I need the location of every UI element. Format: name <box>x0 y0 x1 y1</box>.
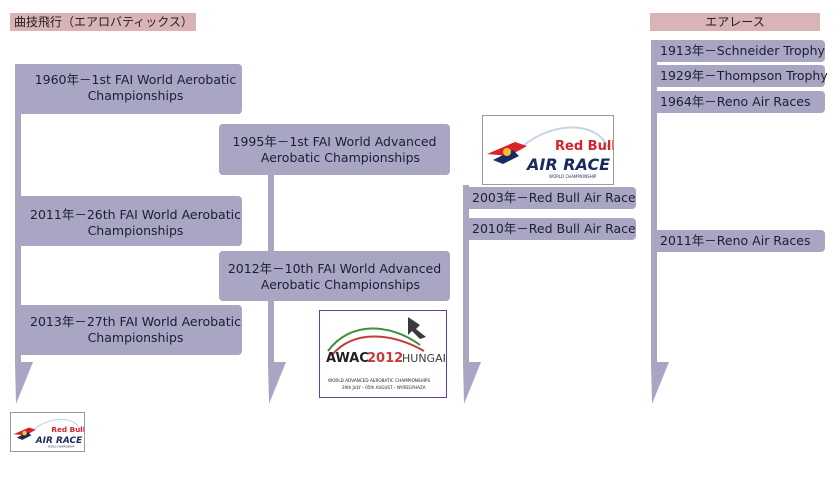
event-2011-reno: 2011年－Reno Air Races <box>651 230 825 252</box>
event-line-2: Championships <box>87 330 184 345</box>
event-line-2: Aerobatic Championships <box>260 277 421 292</box>
svg-text:Red Bull: Red Bull <box>51 425 84 434</box>
svg-text:2012: 2012 <box>367 351 403 366</box>
event-line-1: 2013年－27th FAI World Aerobatic <box>30 314 241 329</box>
event-line-1: 1995年－1st FAI World Advanced <box>232 134 437 149</box>
event-line-2: Championships <box>87 88 184 103</box>
awac-emblem: AWAC 2012 HUNGARY WORLD ADVANCED AEROBAT… <box>326 317 445 390</box>
red-bull-air-race-emblem: Red Bull AIR RACE WORLD CHAMPIONSHIP <box>487 126 613 179</box>
event-line-1: 2011年－26th FAI World Aerobatic <box>30 207 241 222</box>
red-bull-air-race-logo-small: Red Bull AIR RACE WORLD CHAMPIONSHIP <box>10 412 85 452</box>
red-bull-air-race-emblem: Red Bull AIR RACE WORLD CHAMPIONSHIP <box>13 418 84 449</box>
event-2013-aerobatic: 2013年－27th FAI World Aerobatic Champions… <box>15 305 242 355</box>
timeline-arrowhead <box>463 362 481 404</box>
event-1964-reno: 1964年－Reno Air Races <box>651 91 825 113</box>
svg-text:AIR RACE: AIR RACE <box>35 436 82 446</box>
timeline-arrowhead <box>651 362 669 404</box>
event-2003-red-bull: 2003年－Red Bull Air Race <box>463 187 636 209</box>
timeline-stem <box>463 185 469 365</box>
svg-text:WORLD CHAMPIONSHIP: WORLD CHAMPIONSHIP <box>48 446 75 449</box>
air-race-header: エアレース <box>650 13 820 31</box>
event-1995-advanced: 1995年－1st FAI World Advanced Aerobatic C… <box>219 124 450 175</box>
svg-text:Red Bull: Red Bull <box>555 139 613 154</box>
svg-text:AIR RACE: AIR RACE <box>525 155 610 174</box>
event-line-2: Aerobatic Championships <box>260 150 421 165</box>
event-1960-aerobatic: 1960年－1st FAI World Aerobatic Championsh… <box>15 64 242 114</box>
timeline-arrowhead <box>268 362 286 404</box>
timeline-arrowhead <box>15 362 33 404</box>
svg-text:WORLD CHAMPIONSHIP: WORLD CHAMPIONSHIP <box>549 174 597 179</box>
event-1929-thompson: 1929年－Thompson Trophy <box>651 65 828 87</box>
svg-text:AWAC: AWAC <box>326 351 369 366</box>
timeline-stem <box>651 40 657 365</box>
event-2011-aerobatic: 2011年－26th FAI World Aerobatic Champions… <box>15 196 242 246</box>
event-line-1: 2012年－10th FAI World Advanced <box>227 261 442 276</box>
event-2010-red-bull: 2010年－Red Bull Air Race <box>463 218 636 240</box>
event-line-1: 1960年－1st FAI World Aerobatic <box>34 72 237 87</box>
svg-text:WORLD ADVANCED AEROBATIC CHAMP: WORLD ADVANCED AEROBATIC CHAMPIONSHIPS <box>328 378 430 383</box>
event-2012-advanced: 2012年－10th FAI World Advanced Aerobatic … <box>219 251 450 301</box>
event-1913-schneider: 1913年－Schneider Trophy <box>651 40 825 62</box>
svg-text:HUNGARY: HUNGARY <box>402 352 445 365</box>
svg-text:29th JULY – 05th AUGUST – NYIR: 29th JULY – 05th AUGUST – NYIREGYHAZA <box>342 385 426 390</box>
event-line-2: Championships <box>87 223 184 238</box>
aerobatics-header: 曲技飛行（エアロバティックス） <box>10 13 196 31</box>
red-bull-air-race-logo: Red Bull AIR RACE WORLD CHAMPIONSHIP <box>482 115 614 185</box>
awac-2012-hungary-logo: AWAC 2012 HUNGARY WORLD ADVANCED AEROBAT… <box>319 310 447 398</box>
